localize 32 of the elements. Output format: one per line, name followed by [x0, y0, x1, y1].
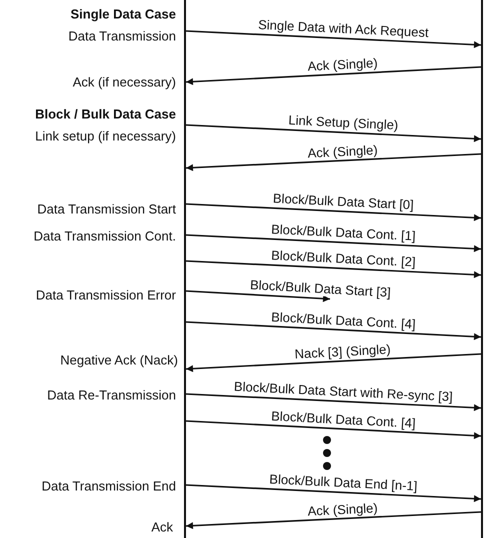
arrow — [186, 393, 482, 412]
arrow — [186, 290, 330, 302]
step-note: Negative Ack (Nack) — [60, 352, 178, 368]
step-note: Data Transmission Cont. — [34, 228, 176, 244]
step-note: Ack — [151, 520, 173, 534]
edge-label: Ack (Single) — [304, 500, 380, 518]
edge-label: Ack (Single) — [304, 142, 380, 160]
step-note: Data Transmission End — [42, 478, 176, 494]
step-note: Data Transmission — [68, 28, 176, 44]
step-note: Data Re-Transmission — [47, 388, 176, 402]
lifeline — [481, 0, 483, 538]
step-note: Data Transmission Error — [36, 288, 176, 302]
step-note: Data Transmission Start — [37, 202, 176, 216]
step-note: Link setup (if necessary) — [35, 128, 176, 144]
lifeline — [184, 0, 186, 538]
edge-label: Block/Bulk Data Start [3] — [248, 278, 394, 300]
arrow — [186, 30, 482, 48]
arrow — [186, 234, 482, 252]
arrow — [186, 66, 482, 86]
arrow — [186, 511, 482, 530]
arrow — [186, 124, 482, 142]
arrow — [186, 260, 482, 278]
edge-label: Ack (Single) — [304, 56, 380, 74]
arrow — [186, 353, 482, 372]
arrow — [186, 321, 482, 340]
step-note: Ack (if necessary) — [72, 74, 176, 90]
arrow — [186, 203, 482, 222]
section-heading: Block / Bulk Data Case — [35, 106, 176, 122]
arrow — [186, 484, 482, 502]
section-heading: Single Data Case — [70, 6, 176, 22]
arrow — [186, 153, 482, 172]
arrow — [186, 420, 482, 440]
